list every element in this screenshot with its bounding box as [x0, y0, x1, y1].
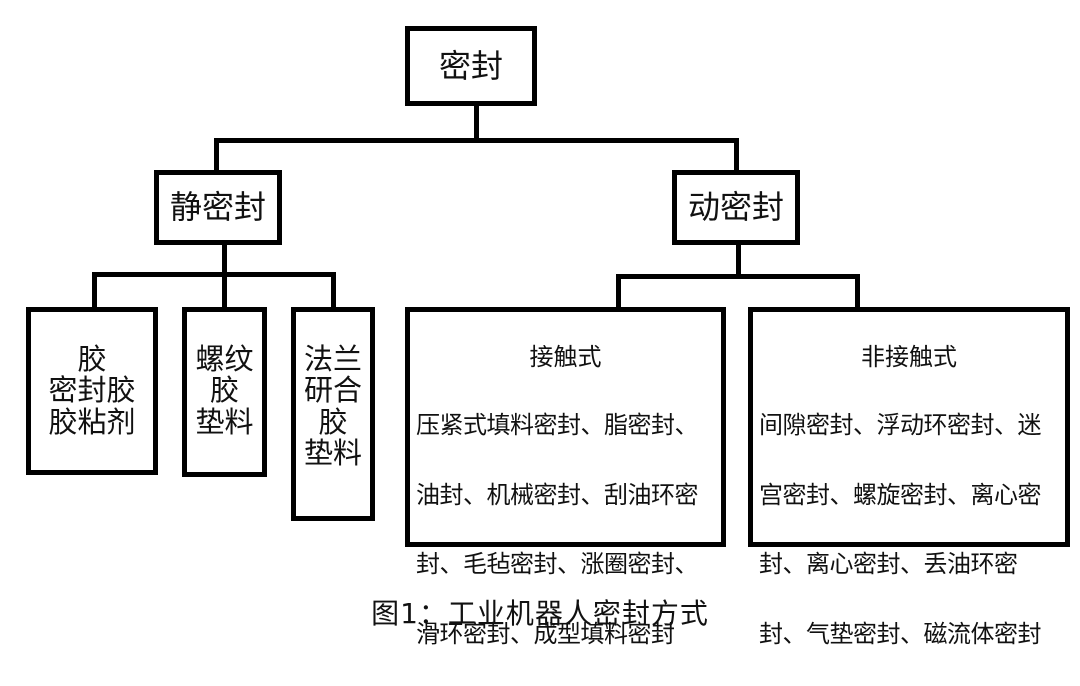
contact-seal-line: 滑环密封、成型填料密封: [416, 619, 675, 648]
noncontact-seal-line: 封、离心密封、丢油环密: [759, 550, 1018, 579]
noncontact-seal-node: 非接触式 间隙密封、浮动环密封、迷 宫密封、螺旋密封、离心密 封、离心密封、丢油…: [748, 307, 1070, 648]
noncontact-seal-line: 间隙密封、浮动环密封、迷: [759, 410, 1042, 439]
noncontact-seal-line: 宫密封、螺旋密封、离心密: [759, 480, 1042, 509]
static-leaf-thread-glue: 螺纹 胶 垫料: [182, 307, 267, 477]
connector-dynamic-bar: [616, 274, 860, 279]
connector-root-down: [474, 103, 479, 143]
figure-caption: 图1：工业机器人密封方式: [371, 597, 709, 630]
contact-seal-list: 压紧式填料密封、脂密封、 油封、机械密封、刮油环密 封、毛毡密封、涨圈密封、 滑…: [410, 373, 721, 686]
root-label: 密封: [438, 46, 503, 85]
connector-leaf1-up: [92, 272, 97, 310]
connector-noncontact-up: [855, 274, 860, 310]
root-node: 密封: [405, 26, 537, 106]
connector-leaf2-up: [222, 272, 227, 310]
noncontact-seal-title: 非接触式: [861, 343, 957, 371]
noncontact-seal-list: 间隙密封、浮动环密封、迷 宫密封、螺旋密封、离心密 封、离心密封、丢油环密 封、…: [753, 373, 1065, 686]
contact-seal-title: 接触式: [529, 343, 602, 371]
connector-dynamic-up: [734, 138, 739, 173]
connector-static-down: [222, 242, 227, 274]
static-leaf-flange: 法兰 研合 胶 垫料: [291, 307, 375, 521]
noncontact-seal-line: 封、气垫密封、磁流体密封: [759, 619, 1042, 648]
connector-level1-bar: [214, 138, 739, 143]
leaf-label: 螺纹 胶 垫料: [195, 342, 254, 439]
contact-seal-line: 压紧式填料密封、脂密封、: [416, 410, 699, 439]
leaf-label: 胶 密封胶 胶粘剂: [48, 342, 136, 439]
static-seal-node: 静密封: [154, 170, 282, 245]
dynamic-seal-node: 动密封: [672, 170, 800, 245]
connector-dynamic-down: [736, 242, 741, 278]
contact-seal-node: 接触式 压紧式填料密封、脂密封、 油封、机械密封、刮油环密 封、毛毡密封、涨圈密…: [405, 307, 726, 648]
seal-classification-diagram: 密封 静密封 动密封 胶 密封胶 胶粘剂 螺纹 胶 垫料 法兰 研合 胶 垫料 …: [26, 26, 1070, 648]
dynamic-seal-label: 动密封: [687, 188, 784, 227]
connector-static-up: [214, 138, 219, 173]
contact-seal-line: 油封、机械密封、刮油环密: [416, 480, 699, 509]
leaf-label: 法兰 研合 胶 垫料: [303, 342, 362, 470]
static-leaf-glue-sealant: 胶 密封胶 胶粘剂: [26, 307, 158, 475]
static-seal-label: 静密封: [169, 188, 266, 227]
connector-contact-up: [616, 274, 621, 310]
connector-leaf3-up: [331, 272, 336, 310]
contact-seal-line: 封、毛毡密封、涨圈密封、: [416, 550, 699, 579]
connector-static-bar: [92, 272, 336, 277]
